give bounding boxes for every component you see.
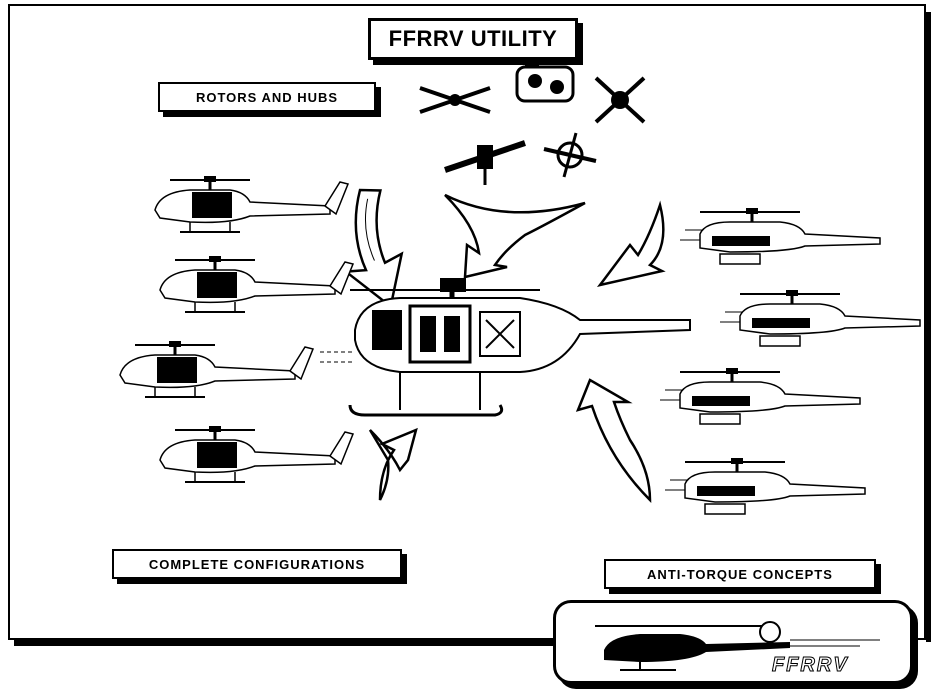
anti-torque-concepts-label: ANTI-TORQUE CONCEPTS bbox=[604, 559, 876, 589]
logo-text: FFRRV bbox=[772, 654, 849, 677]
flow-arrows bbox=[331, 183, 666, 504]
rotors-hubs-label: ROTORS AND HUBS bbox=[158, 82, 376, 112]
diagram-frame bbox=[8, 4, 926, 640]
diagram-title: FFRRV UTILITY bbox=[368, 18, 578, 60]
anti-torque-sketches bbox=[658, 206, 922, 516]
frame-shadow-bottom bbox=[14, 640, 562, 646]
configuration-sketches bbox=[118, 174, 355, 484]
ffrrv-logo-box bbox=[553, 600, 913, 684]
rotor-hub-sketches bbox=[419, 57, 646, 185]
frame-shadow-right bbox=[926, 12, 931, 642]
central-helicopter-cutaway bbox=[320, 278, 691, 417]
complete-configurations-label: COMPLETE CONFIGURATIONS bbox=[112, 549, 402, 579]
